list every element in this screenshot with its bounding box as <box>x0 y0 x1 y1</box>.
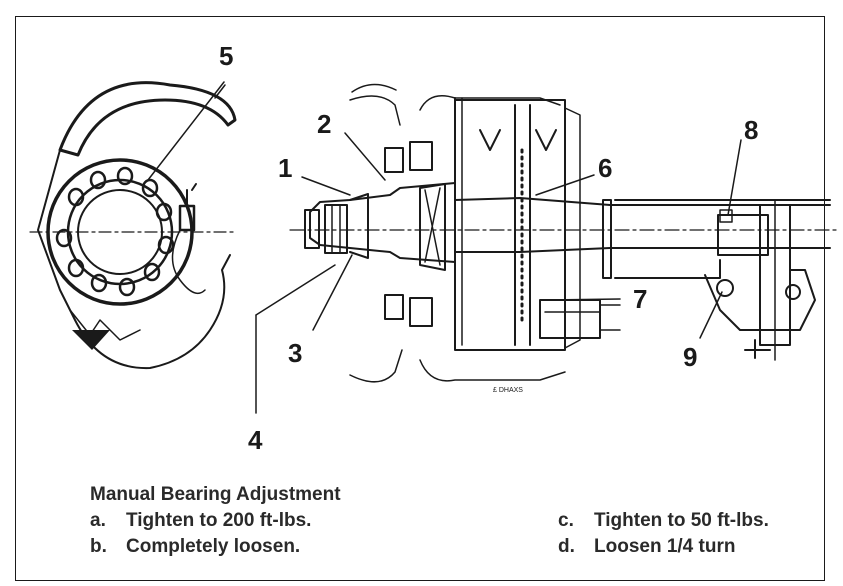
step-text: Tighten to 200 ft-lbs. <box>126 510 312 531</box>
caption: Manual Bearing Adjustment a. Tighten to 2… <box>90 484 810 557</box>
step-letter: a. <box>90 510 106 531</box>
step-text: Tighten to 50 ft-lbs. <box>594 510 769 531</box>
leader-lines <box>147 81 742 414</box>
step-letter: b. <box>90 536 107 557</box>
step-text: Completely loosen. <box>126 536 301 557</box>
step-c: c. Tighten to 50 ft-lbs. <box>558 510 769 532</box>
caption-title: Manual Bearing Adjustment <box>90 484 341 505</box>
callout-7: 7 <box>633 284 647 314</box>
fine-print: £ DHAXS <box>493 387 523 394</box>
hub-cross-section <box>289 83 841 383</box>
step-b: b. Completely loosen. <box>90 536 300 558</box>
callout-3: 3 <box>288 338 302 368</box>
callout-2: 2 <box>317 109 331 139</box>
step-a: a. Tighten to 200 ft-lbs. <box>90 510 311 532</box>
callout-9: 9 <box>683 342 697 372</box>
callout-5: 5 <box>219 41 233 71</box>
callout-4: 4 <box>248 425 263 455</box>
callout-1: 1 <box>278 153 292 183</box>
hub-face-view <box>29 81 237 370</box>
callout-8: 8 <box>744 115 758 145</box>
callout-6: 6 <box>598 153 612 183</box>
step-letter: d. <box>558 536 575 557</box>
step-d: d. Loosen 1/4 turn <box>558 536 735 558</box>
step-letter: c. <box>558 510 574 531</box>
step-text: Loosen 1/4 turn <box>594 536 736 557</box>
